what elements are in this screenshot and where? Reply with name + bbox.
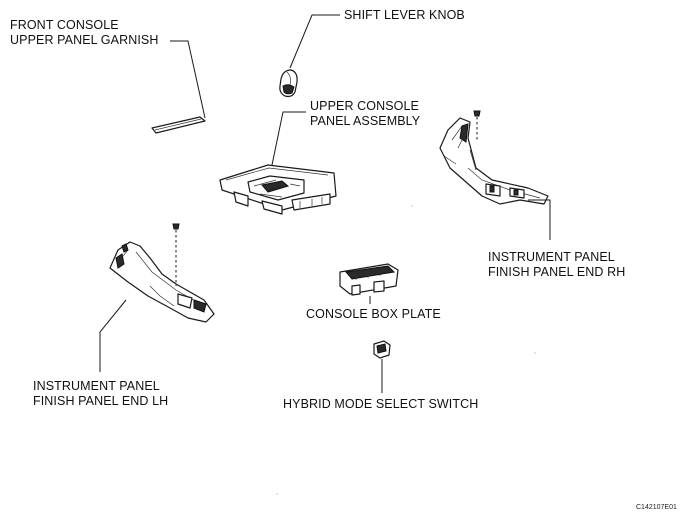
instrument-panel-lh-leader — [99, 299, 127, 372]
hybrid-mode-select-switch-part — [373, 340, 391, 359]
console-box-plate-part — [339, 263, 399, 296]
upper-console-panel-label: UPPER CONSOLE PANEL ASSEMBLY — [310, 99, 420, 129]
label-line: INSTRUMENT PANEL — [488, 250, 615, 264]
shift-lever-knob-label: SHIFT LEVER KNOB — [344, 8, 465, 23]
label-line: HYBRID MODE SELECT SWITCH — [283, 397, 479, 411]
label-line: INSTRUMENT PANEL — [33, 379, 160, 393]
label-line: UPPER PANEL GARNISH — [10, 33, 159, 47]
front-console-upper-panel-garnish-part — [151, 116, 206, 134]
label-line: FRONT CONSOLE — [10, 18, 119, 32]
scan-speck — [276, 493, 278, 495]
instrument-panel-rh-leader — [528, 199, 551, 240]
instrument-panel-lh-label: INSTRUMENT PANEL FINISH PANEL END LH — [33, 379, 168, 409]
upper-console-panel-assembly-part — [219, 164, 337, 215]
hybrid-mode-switch-label: HYBRID MODE SELECT SWITCH — [283, 397, 478, 412]
figure-code: C142107E01 — [636, 504, 677, 511]
label-line: SHIFT LEVER KNOB — [344, 8, 465, 22]
scan-speck — [411, 205, 413, 207]
front-console-garnish-label: FRONT CONSOLE UPPER PANEL GARNISH — [10, 18, 158, 48]
instrument-panel-lh-screw — [172, 223, 180, 286]
scan-speck — [534, 352, 536, 354]
console-box-plate-label: CONSOLE BOX PLATE — [306, 307, 441, 322]
front-console-garnish-leader — [170, 40, 206, 119]
instrument-panel-rh-label: INSTRUMENT PANEL FINISH PANEL END RH — [488, 250, 625, 280]
label-line: UPPER CONSOLE — [310, 99, 419, 113]
instrument-panel-finish-end-lh-part — [109, 241, 215, 323]
label-line: FINISH PANEL END RH — [488, 265, 626, 279]
upper-console-panel-leader — [271, 111, 306, 166]
shift-lever-knob-part — [279, 69, 298, 98]
instrument-panel-finish-end-rh-part — [439, 117, 549, 205]
label-line: FINISH PANEL END LH — [33, 394, 169, 408]
label-line: PANEL ASSEMBLY — [310, 114, 421, 128]
instrument-panel-rh-screw — [473, 110, 481, 140]
label-line: CONSOLE BOX PLATE — [306, 307, 441, 321]
shift-lever-knob-leader — [289, 14, 340, 69]
